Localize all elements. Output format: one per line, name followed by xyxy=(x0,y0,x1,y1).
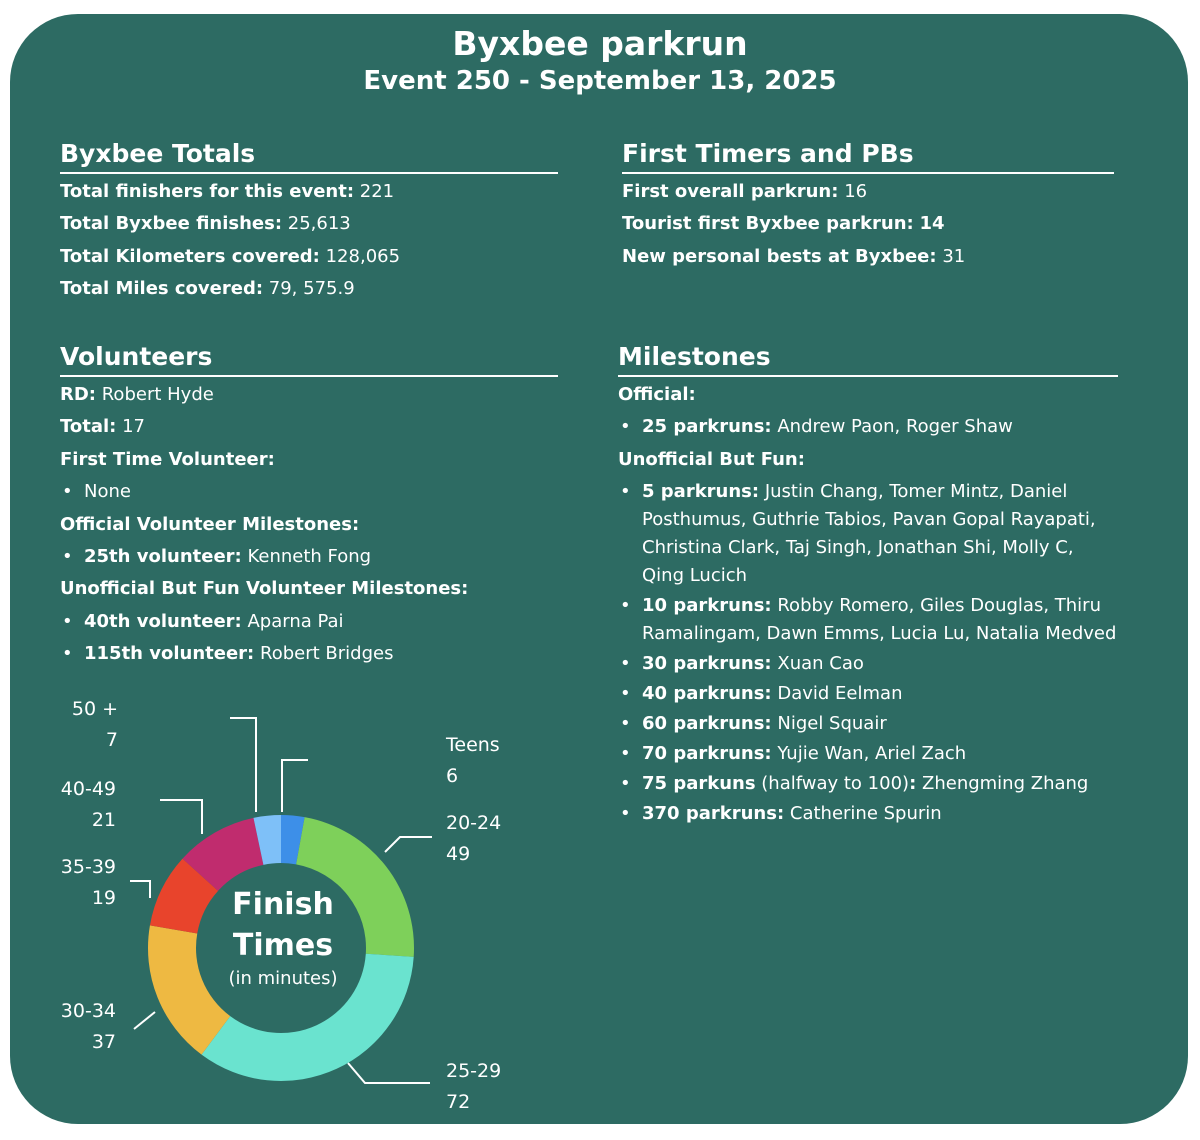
milestones-official-item: 25 parkruns: Andrew Paon, Roger Shaw xyxy=(618,411,1118,444)
page-subtitle: Event 250 - September 13, 2025 xyxy=(363,66,837,96)
leader-line-50-plus xyxy=(230,717,257,812)
milestones-unofficial-item: 60 parkruns: Nigel Squair xyxy=(618,710,1118,738)
milestones-section: Milestones Official: 25 parkruns: Andrew… xyxy=(618,341,1118,830)
donut-slice-teens xyxy=(281,815,305,865)
milestones-official-label: Official: xyxy=(618,384,696,405)
milestones-unofficial-item: 5 parkruns: Justin Chang, Tomer Mintz, D… xyxy=(618,478,1118,590)
milestones-unofficial-item: 75 parkuns (halfway to 100): Zhengming Z… xyxy=(618,770,1118,798)
volunteers-unofficial-label: Unofficial But Fun Volunteer Milestones: xyxy=(60,578,469,600)
milestones-unofficial-item: 30 parkruns: Xuan Cao xyxy=(618,650,1118,678)
volunteers-rd: RD: Robert Hyde xyxy=(60,384,214,405)
donut-slice-20-24 xyxy=(296,817,414,957)
chart-center-line1: Finish xyxy=(232,887,334,922)
volunteers-heading: Volunteers xyxy=(60,341,558,377)
donut-slice-30-34 xyxy=(148,925,231,1055)
volunteers-first-time-item: None xyxy=(60,476,558,509)
chart-center-line3: (in minutes) xyxy=(228,968,338,989)
volunteers-unofficial-item: 115th volunteer: Robert Bridges xyxy=(60,638,558,671)
volunteers-first-time-label: First Time Volunteer: xyxy=(60,448,275,470)
totals-heading: Byxbee Totals xyxy=(60,138,558,174)
volunteers-unofficial-item: 40th volunteer: Aparna Pai xyxy=(60,606,558,639)
milestones-unofficial-item: 40 parkruns: David Eelman xyxy=(618,680,1118,708)
donut-slice-40-49 xyxy=(182,817,264,891)
donut-slice-35-39 xyxy=(149,858,219,934)
milestones-unofficial-label: Unofficial But Fun: xyxy=(618,448,805,470)
leader-line-20-24 xyxy=(384,836,432,853)
volunteers-section: Volunteers RD: Robert Hyde Total: 17 Fir… xyxy=(60,341,558,671)
milestones-unofficial-item: 370 parkruns: Catherine Spurin xyxy=(618,800,1118,828)
first-timers-line-tourist: Tourist first Byxbee parkrun: 14 xyxy=(622,213,945,235)
milestones-unofficial-item: 10 parkruns: Robby Romero, Giles Douglas… xyxy=(618,592,1118,648)
donut-slice-50 xyxy=(253,815,281,865)
totals-line-kilometers: Total Kilometers covered: 128,065 xyxy=(60,245,401,267)
leader-line-35-39 xyxy=(130,880,151,898)
totals-line-finishes: Total Byxbee finishes: 25,613 xyxy=(60,213,351,235)
milestones-heading: Milestones xyxy=(618,341,1118,377)
volunteers-official-item: 25th volunteer: Kenneth Fong xyxy=(60,541,558,574)
totals-section: Byxbee Totals Total finishers for this e… xyxy=(60,138,558,306)
chart-center-line2: Times xyxy=(232,928,334,963)
leader-line-30-34 xyxy=(133,1011,156,1030)
milestones-unofficial-item: 70 parkruns: Yujie Wan, Ariel Zach xyxy=(618,740,1118,768)
totals-line-finishers: Total finishers for this event: 221 xyxy=(60,181,395,202)
first-timers-line-overall: First overall parkrun: 16 xyxy=(622,181,868,202)
leader-line-40-49 xyxy=(160,799,203,834)
leader-line-teens xyxy=(281,759,308,812)
first-timers-heading: First Timers and PBs xyxy=(622,138,1114,174)
first-timers-section: First Timers and PBs First overall parkr… xyxy=(622,138,1114,273)
chart-center-text: Finish Times (in minutes) xyxy=(195,884,371,992)
leader-line-25-29 xyxy=(347,1062,430,1084)
donut-slice-25-29 xyxy=(201,953,414,1082)
slice-label-50-plus: 50 +7 xyxy=(71,698,118,751)
page-title: Byxbee parkrun xyxy=(452,24,748,63)
volunteers-total: Total: 17 xyxy=(60,416,146,438)
volunteers-official-label: Official Volunteer Milestones: xyxy=(60,513,360,535)
first-timers-line-pbs: New personal bests at Byxbee: 31 xyxy=(622,245,966,267)
totals-line-miles: Total Miles covered: 79, 575.9 xyxy=(60,278,355,300)
